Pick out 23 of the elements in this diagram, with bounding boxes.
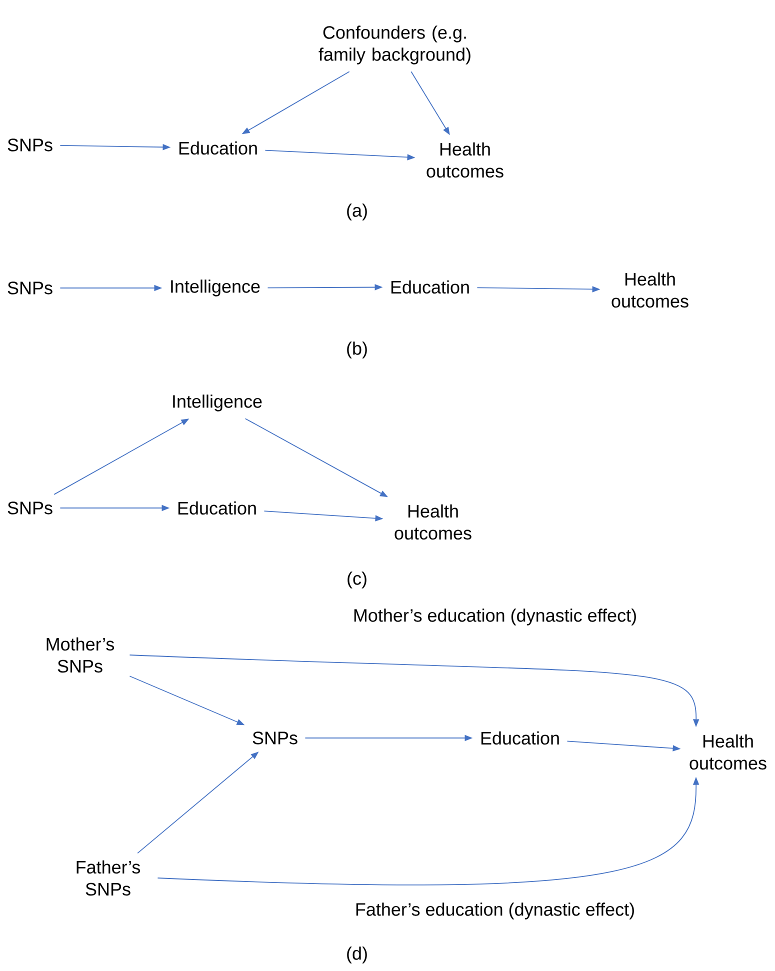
node-label: SNPs (8, 138, 52, 152)
node-label: SNPs (8, 502, 52, 514)
panel-label: (b) (347, 342, 367, 358)
panel-label: (c) (348, 572, 366, 588)
node-label: Health outcomes (426, 142, 504, 178)
node-label: SNPs (252, 732, 298, 744)
node-label: Education (178, 501, 256, 515)
node-label: Health outcomes (612, 272, 688, 308)
node-label: Education (179, 141, 257, 155)
node-label: Health outcomes (394, 504, 472, 540)
panel-label: (a) (347, 204, 367, 220)
node-label: Health outcomes (690, 734, 766, 770)
node-label: Confounders (e.g. family background) (318, 26, 470, 64)
node-label: Education (481, 731, 559, 745)
node-label: Intelligence (173, 394, 262, 412)
edge-label: Father’s education (dynastic effect) (352, 900, 638, 922)
node-label: Intelligence (171, 280, 260, 296)
node-label: Mother’s SNPs (46, 637, 114, 673)
edge-label: Mother’s education (dynastic effect) (350, 606, 640, 628)
panel-label: (d) (347, 946, 367, 964)
node-label: Education (391, 280, 469, 294)
node-label: SNPs (8, 282, 52, 294)
node-label: Father’s SNPs (76, 860, 140, 896)
